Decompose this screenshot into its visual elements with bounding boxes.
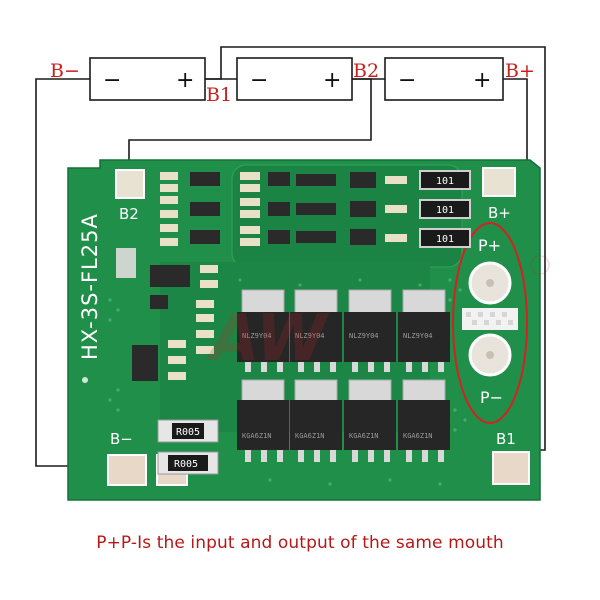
mosfet-top-2-label: NLZ9Y04 — [295, 332, 325, 340]
mosfet-top-2: NLZ9Y04 — [290, 289, 342, 372]
pad-b-minus-label: B− — [110, 430, 133, 448]
pad-b1-label: B1 — [496, 430, 516, 448]
board-model-label: HX-3S-FL25A — [78, 213, 102, 360]
p-plus-label: P+ — [478, 236, 501, 255]
cell-2-plus: + — [323, 68, 341, 93]
label-b-plus: B+ — [505, 60, 535, 82]
p-terminal-group: P+ P− — [452, 222, 528, 424]
mosfet-top-3: NLZ9Y04 — [344, 289, 396, 372]
svg-text:AW: AW — [205, 302, 330, 376]
label-b1: B1 — [206, 84, 232, 106]
smd-components — [116, 172, 407, 381]
mosfet-bottom-4: KGA6Z1N — [398, 379, 450, 462]
mosfet-top-4: NLZ9Y04 — [398, 289, 450, 372]
pad-b1 — [492, 451, 530, 485]
mosfet-top-1-label: NLZ9Y04 — [242, 332, 272, 340]
shunt-2-label: R005 — [174, 459, 198, 470]
resistor-array: 101 101 101 — [419, 170, 471, 248]
shunt-1-label: R005 — [176, 427, 200, 438]
pad-b-plus-label: B+ — [488, 204, 511, 222]
mosfet-bottom-1-label: KGA6Z1N — [242, 432, 272, 440]
shunt-resistors: R005 R005 — [157, 419, 219, 475]
caption: P+P-Is the input and output of the same … — [96, 533, 504, 553]
battery-cell-2: − + — [236, 57, 353, 101]
mosfet-bottom-3: KGA6Z1N — [344, 379, 396, 462]
mosfet-bottom-2: KGA6Z1N — [290, 379, 342, 462]
label-b2: B2 — [353, 60, 379, 82]
resistor-2-label: 101 — [436, 205, 454, 216]
resistor-1-label: 101 — [436, 176, 454, 187]
watermark: AW — [205, 255, 550, 376]
battery-cell-3: − + — [384, 57, 504, 101]
battery-cell-1: − + — [89, 57, 206, 101]
mosfet-top-1: NLZ9Y04 — [237, 289, 289, 372]
label-b-minus: B− — [50, 60, 80, 82]
cell-1-plus: + — [176, 68, 194, 93]
mosfet-bottom-4-label: KGA6Z1N — [403, 432, 433, 440]
mosfet-bottom-2-label: KGA6Z1N — [295, 432, 325, 440]
cell-3-minus: − — [398, 68, 416, 93]
mosfet-top-4-label: NLZ9Y04 — [403, 332, 433, 340]
mosfet-bottom-3-label: KGA6Z1N — [349, 432, 379, 440]
mosfet-bottom-1: KGA6Z1N — [237, 379, 289, 462]
pad-b-minus — [107, 454, 147, 486]
pad-b2-label: B2 — [119, 205, 139, 223]
pad-b2 — [115, 169, 145, 199]
p-minus-label: P− — [480, 388, 503, 407]
pad-b-plus — [482, 167, 516, 197]
resistor-3-label: 101 — [436, 234, 454, 245]
cell-2-minus: − — [250, 68, 268, 93]
cell-3-plus: + — [473, 68, 491, 93]
cell-1-minus: − — [103, 68, 121, 93]
mosfet-top-3-label: NLZ9Y04 — [349, 332, 379, 340]
